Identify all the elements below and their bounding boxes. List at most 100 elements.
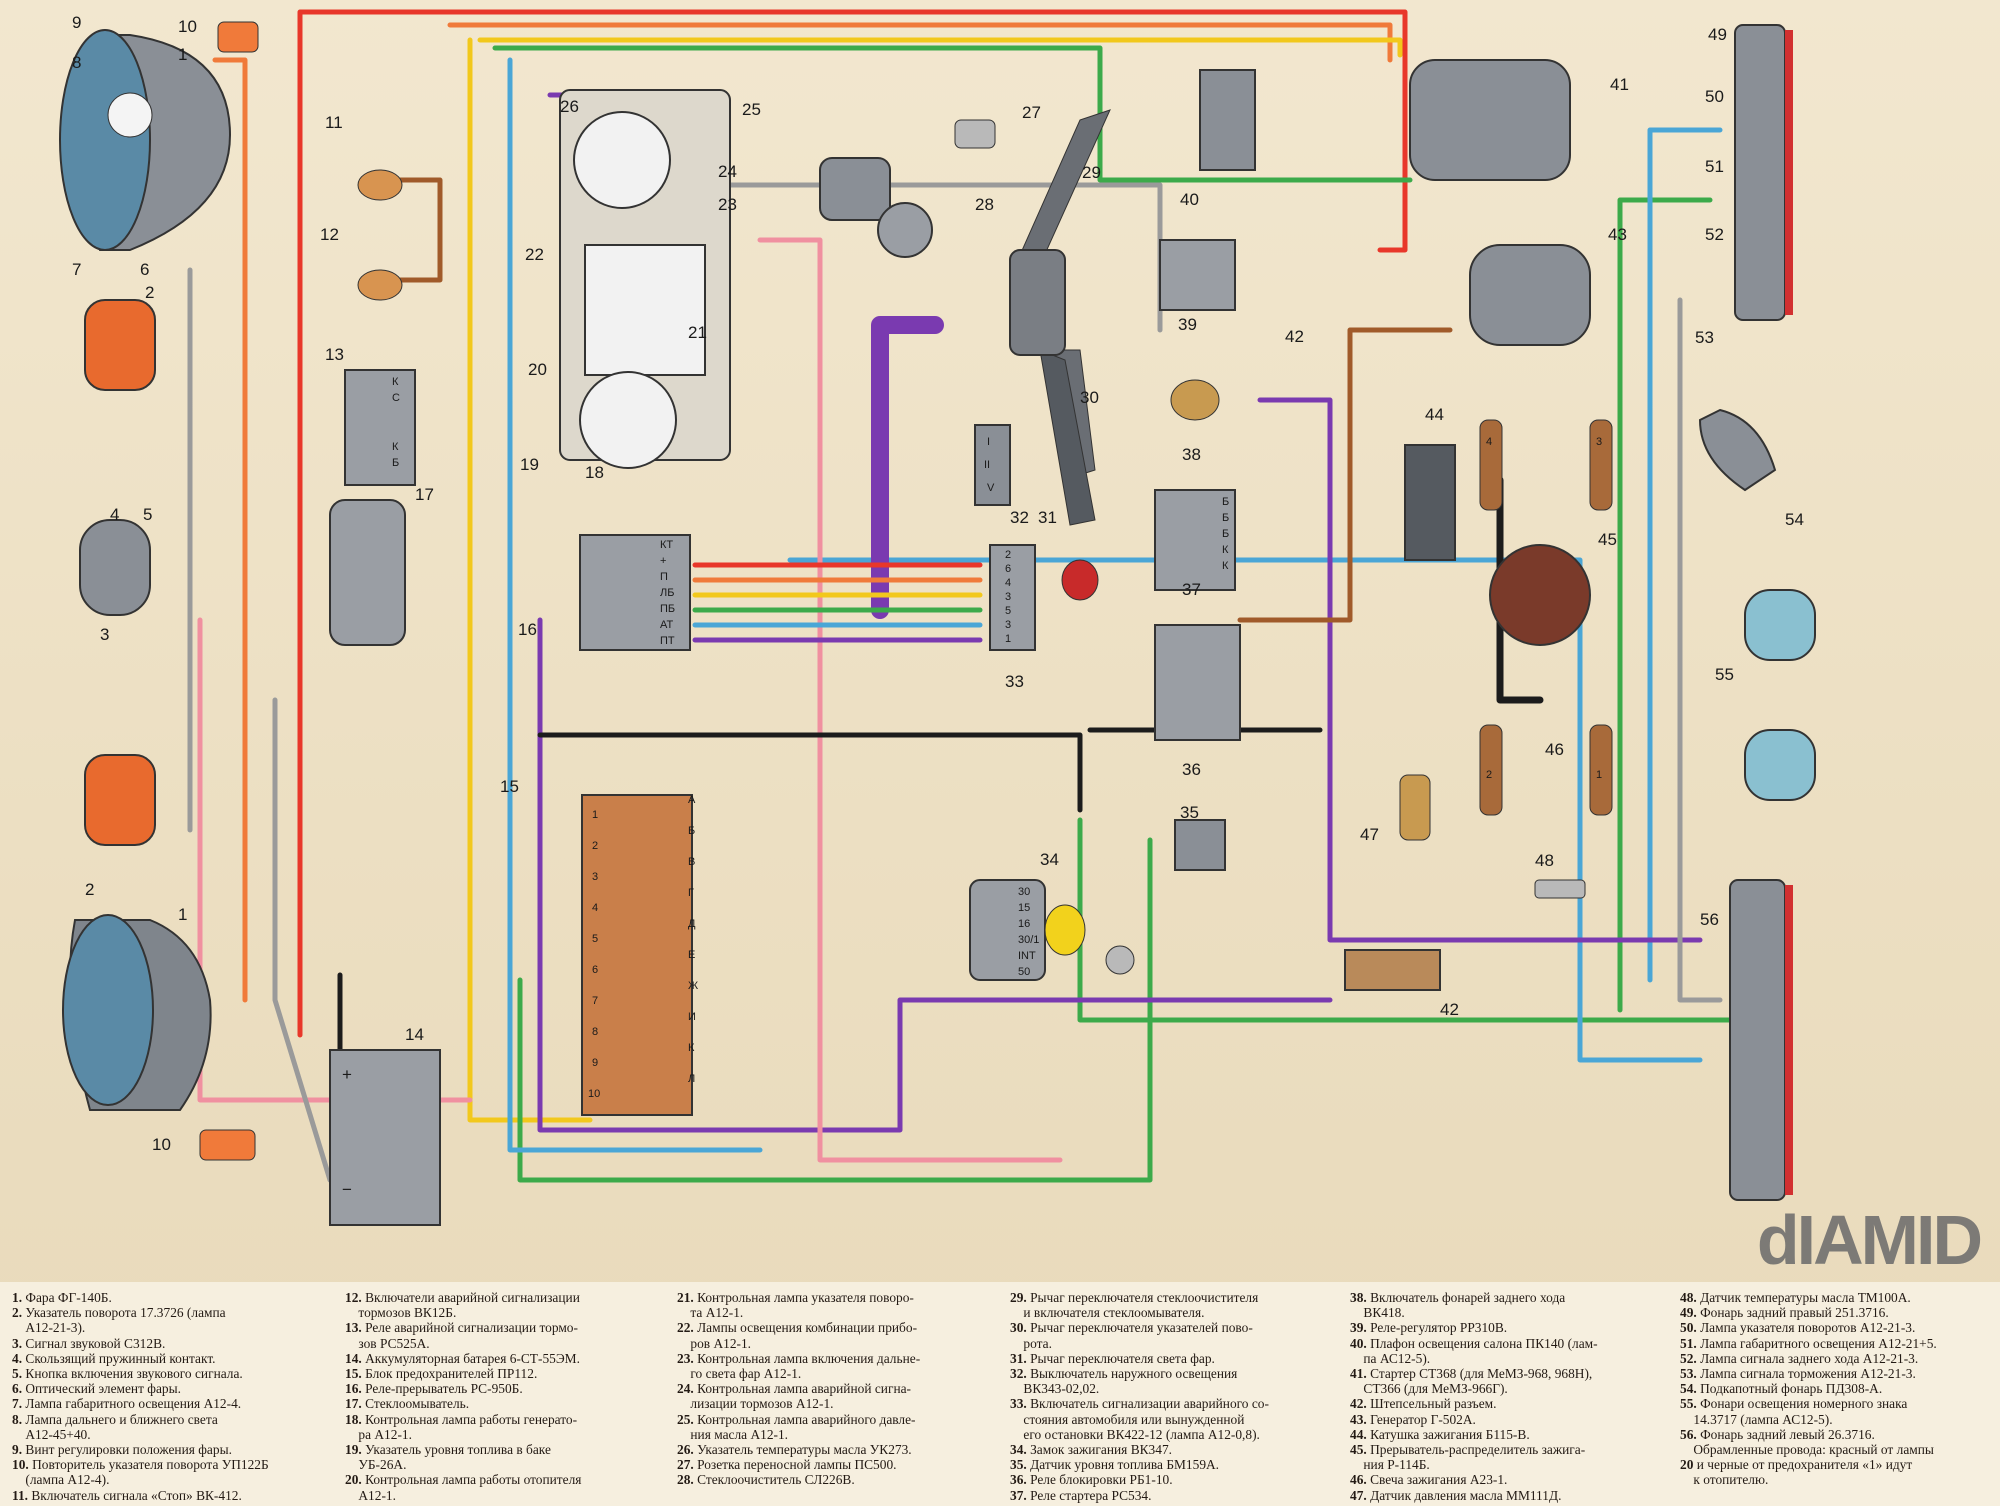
legend-entry-number: 39.: [1350, 1320, 1371, 1336]
legend-entry: 27. Розетка переносной лампы ПС500.: [677, 1457, 920, 1472]
callout-44: 44: [1425, 405, 1444, 424]
legend-entry-text: Стеклоочиститель СЛ226В.: [697, 1472, 855, 1488]
fuse-num-2: 2: [592, 840, 598, 852]
legend-entry-number: [1350, 1457, 1363, 1472]
legend-col-5: 38. Включатель фонарей заднего хода ВК41…: [1350, 1290, 1598, 1503]
hazard-switch-33: [989, 544, 1036, 651]
term-33-d: 3: [1005, 591, 1011, 603]
column-switch-hub: [1009, 249, 1066, 356]
legend-entry: 18. Контрольная лампа работы генерато-: [345, 1412, 581, 1427]
legend-entry-number: 29.: [1010, 1290, 1031, 1305]
legend-entry-number: [677, 1366, 690, 1381]
repeater-10-top: [217, 21, 259, 53]
legend-entry: 25. Контрольная лампа аварийного давле-: [677, 1412, 920, 1427]
legend-entry-number: 1.: [12, 1290, 26, 1305]
legend-entry: к отопителю.: [1680, 1472, 1937, 1487]
legend-entry: ра А12-1.: [345, 1427, 581, 1442]
legend-col-1: 1. Фара ФГ-140Б.2. Указатель поворота 17…: [12, 1290, 269, 1503]
plug-label-2: 2: [1486, 769, 1492, 781]
callout-15: 15: [500, 777, 519, 796]
term-16-pt: ПТ: [660, 635, 675, 647]
legend-entry-number: 30.: [1010, 1320, 1031, 1336]
callout-29: 29: [1082, 163, 1101, 182]
legend-entry: 43. Генератор Г-502А.: [1350, 1412, 1598, 1427]
term-34-50: 50: [1018, 966, 1030, 978]
tail-lamp-56: [1729, 879, 1786, 1201]
legend-entry-number: [1680, 1412, 1693, 1427]
legend-entry-text: го света фар А12-1.: [690, 1366, 802, 1382]
legend-entry: 2. Указатель поворота 17.3726 (лампа: [12, 1305, 269, 1320]
legend-entry: 15. Блок предохранителей ПР112.: [345, 1366, 581, 1381]
legend-entry-number: 27.: [677, 1457, 698, 1473]
callout-50: 50: [1705, 87, 1724, 106]
callout-10b: 10: [152, 1135, 171, 1154]
legend-entry-number: [1350, 1351, 1363, 1366]
legend-entry-number: 19.: [345, 1442, 366, 1458]
legend-entry: 34. Замок зажигания ВК347.: [1010, 1442, 1269, 1457]
callout-31: 31: [1038, 508, 1057, 527]
fuse-num-4: 4: [592, 902, 598, 914]
callout-23: 23: [718, 195, 737, 214]
legend-entry: 12. Включатели аварийной сигнализации: [345, 1290, 581, 1305]
legend-entry-text: СТ366 (для МеМЗ-966Г).: [1363, 1381, 1508, 1397]
legend-entry-text: зов РС525А.: [358, 1335, 430, 1351]
legend-entry-text: Указатель температуры масла УК273.: [697, 1442, 912, 1458]
legend-entry: 20. Контрольная лампа работы отопителя: [345, 1472, 581, 1487]
callout-2b: 2: [85, 880, 94, 899]
legend-entry-text: Лампы освещения комбинации прибо-: [697, 1320, 918, 1336]
legend-entry-number: 35.: [1010, 1457, 1031, 1473]
legend-entry-number: 21.: [677, 1290, 698, 1305]
term-13-c: С: [392, 392, 400, 404]
legend-entry-number: 44.: [1350, 1426, 1371, 1442]
ignition-key: [1044, 904, 1086, 956]
term-fuse-g: Г: [688, 887, 694, 899]
legend-entry-text: ра А12-1.: [358, 1426, 412, 1442]
callout-54: 54: [1785, 510, 1804, 529]
legend-entry: 38. Включатель фонарей заднего хода: [1350, 1290, 1598, 1305]
legend-entry-number: [1010, 1427, 1023, 1442]
legend-entry: Обрамленные провода: красный от лампы: [1680, 1442, 1937, 1457]
callout-34: 34: [1040, 850, 1059, 869]
term-33-b: 6: [1005, 563, 1011, 575]
callout-41: 41: [1610, 75, 1629, 94]
legend-entry-text: Лампа дальнего и ближнего света: [25, 1411, 218, 1427]
legend-entry: 49. Фонарь задний правый 251.3716.: [1680, 1305, 1937, 1320]
callout-45: 45: [1598, 530, 1617, 549]
legend-entry-number: 24.: [677, 1381, 698, 1397]
underhood-lamp-54: [1698, 408, 1777, 492]
callout-35: 35: [1180, 803, 1199, 822]
legend-entry-text: Выключатель наружного освещения: [1030, 1366, 1238, 1382]
legend-entry: 52. Лампа сигнала заднего хода А12-21-3.: [1680, 1351, 1937, 1366]
legend-entry-text: Контрольная лампа указателя поворо-: [697, 1290, 914, 1305]
legend-entry-text: Лампа сигнала заднего хода А12-21-3.: [1700, 1350, 1919, 1366]
legend-entry-text: тормозов ВК12Б.: [358, 1305, 457, 1321]
legend-entry: 30. Рычаг переключателя указателей пово-: [1010, 1320, 1269, 1335]
legend-entry-number: [1010, 1305, 1023, 1320]
legend-entry-text: к отопителю.: [1693, 1472, 1769, 1488]
legend-entry-text: лизации тормозов А12-1.: [690, 1396, 834, 1412]
legend-entry-number: 47.: [1350, 1487, 1371, 1503]
legend-col-2: 12. Включатели аварийной сигнализации то…: [345, 1290, 581, 1503]
legend-entry-text: Стартер СТ368 (для МеМЗ-968, 968Н),: [1370, 1366, 1593, 1382]
legend-entry: 42. Штепсельный разъем.: [1350, 1396, 1598, 1411]
plate-light-55b: [1744, 729, 1816, 801]
legend-entry: лизации тормозов А12-1.: [677, 1396, 920, 1411]
legend-entry-text: Блок предохранителей ПР112.: [365, 1366, 538, 1382]
legend-entry: 46. Свеча зажигания А23-1.: [1350, 1472, 1598, 1487]
legend-entry-text: Указатель поворота 17.3726 (лампа: [25, 1305, 226, 1321]
legend-entry-number: [677, 1336, 690, 1351]
legend-entry-text: Винт регулировки положения фары.: [25, 1442, 232, 1458]
term-37-b3: Б: [1222, 528, 1229, 540]
term-fuse-k: К: [688, 1042, 695, 1054]
legend-entry-text: Реле-регулятор РР310В.: [1370, 1320, 1508, 1336]
components: [59, 21, 1816, 1226]
relay-36: [1154, 624, 1241, 741]
legend-entry-number: 33.: [1010, 1396, 1031, 1412]
legend-entry-text: его остановки ВК422-12 (лампа А12-0,8).: [1023, 1426, 1260, 1442]
fuse-num-6: 6: [592, 964, 598, 976]
hazard-button-33: [1061, 559, 1099, 601]
callout-18: 18: [585, 463, 604, 482]
fuse-num-1: 1: [592, 809, 598, 821]
legend-col-6: 48. Датчик температуры масла ТМ100А.49. …: [1680, 1290, 1937, 1488]
legend-entry-number: [1680, 1442, 1693, 1457]
